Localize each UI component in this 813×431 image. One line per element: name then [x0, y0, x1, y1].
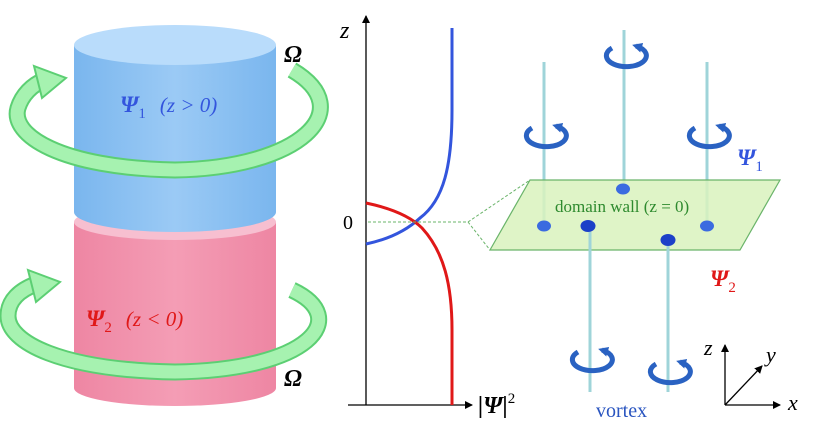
upper-cylinder-body: [74, 45, 276, 232]
axis-z-label: z: [703, 335, 713, 360]
axis-y-label: y: [764, 342, 776, 367]
vortex-dot-psi2: [580, 220, 596, 232]
vortex-label: vortex: [596, 400, 647, 422]
vortex-circulation-icon: [686, 122, 732, 150]
vortex-circulation-icon: [647, 358, 693, 386]
vortex-dot-psi1: [700, 220, 714, 232]
xyz-axes: z y x: [703, 335, 798, 415]
rotation-arrowhead-top: [32, 64, 68, 100]
vortex-panel: domain wall (z = 0) Ψ1 Ψ2 vortex z y x: [488, 30, 798, 422]
upper-cylinder-top: [74, 25, 276, 65]
psi1-density-curve: [365, 28, 454, 246]
vortex-dot-psi1: [537, 220, 551, 232]
cylinder-group: Ψ1(z > 0) Ψ2(z < 0) Ω Ω: [0, 25, 329, 406]
omega-top-label: Ω: [284, 42, 302, 68]
vortex-circulation-icon: [603, 42, 649, 70]
psi2-density-curve: [365, 201, 454, 405]
wall-projection-top: [467, 179, 531, 223]
wall-projection-bottom: [467, 221, 491, 251]
z-axis-label: z: [339, 18, 350, 44]
psi1-panel-label: Ψ1: [737, 145, 763, 175]
zero-label: 0: [343, 212, 353, 234]
psi2-panel-label: Ψ2: [710, 266, 736, 296]
vortex-circulation-icon: [569, 346, 615, 374]
domain-wall-label: domain wall (z = 0): [555, 197, 689, 216]
axis-x-label: x: [787, 390, 798, 415]
psi2-cylinder-label: Ψ2(z < 0): [86, 306, 183, 336]
vortex-dot-psi2: [660, 234, 676, 246]
rotation-arrowhead-bottom: [26, 268, 62, 304]
omega-bottom-label: Ω: [284, 366, 302, 392]
psi1-cylinder-label: Ψ1(z > 0): [120, 92, 217, 122]
domain-wall-plane: [488, 179, 782, 251]
x-axis-label: |Ψ|2: [478, 391, 515, 419]
density-profile: z 0 |Ψ|2: [339, 15, 531, 419]
vortex-dot-psi1: [616, 183, 630, 195]
vortex-circulation-icon: [523, 122, 569, 150]
